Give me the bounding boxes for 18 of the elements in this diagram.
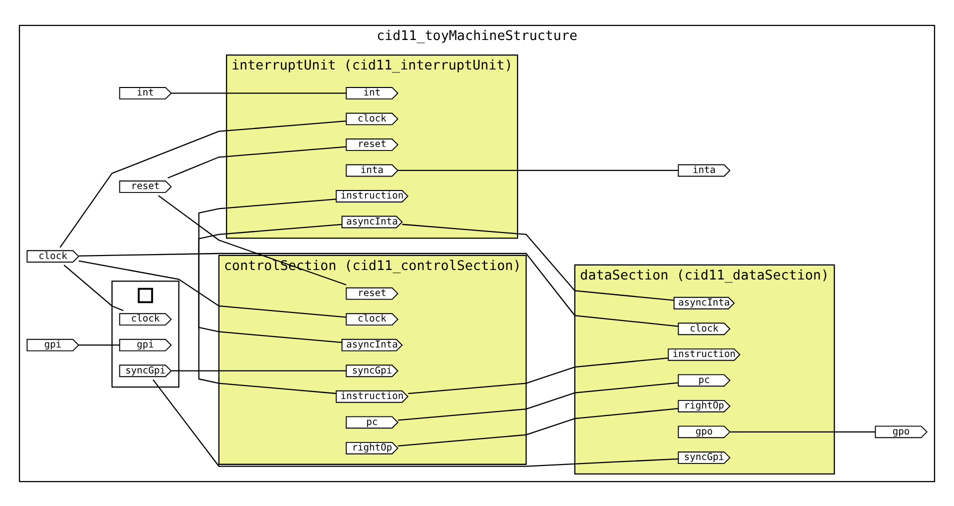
connector <box>78 260 346 318</box>
connector <box>198 223 342 343</box>
connector <box>152 378 678 466</box>
connector <box>398 169 678 171</box>
connector <box>398 382 678 420</box>
connector <box>198 198 336 394</box>
connector <box>78 344 120 346</box>
connector <box>158 194 346 285</box>
connector <box>398 408 678 446</box>
connector <box>171 92 346 94</box>
connector <box>168 146 346 178</box>
connector <box>402 223 674 300</box>
connector <box>64 264 124 311</box>
cluster <box>111 280 180 388</box>
connector <box>730 430 876 432</box>
connector <box>60 120 346 248</box>
connector <box>171 370 346 371</box>
connector <box>408 356 668 394</box>
